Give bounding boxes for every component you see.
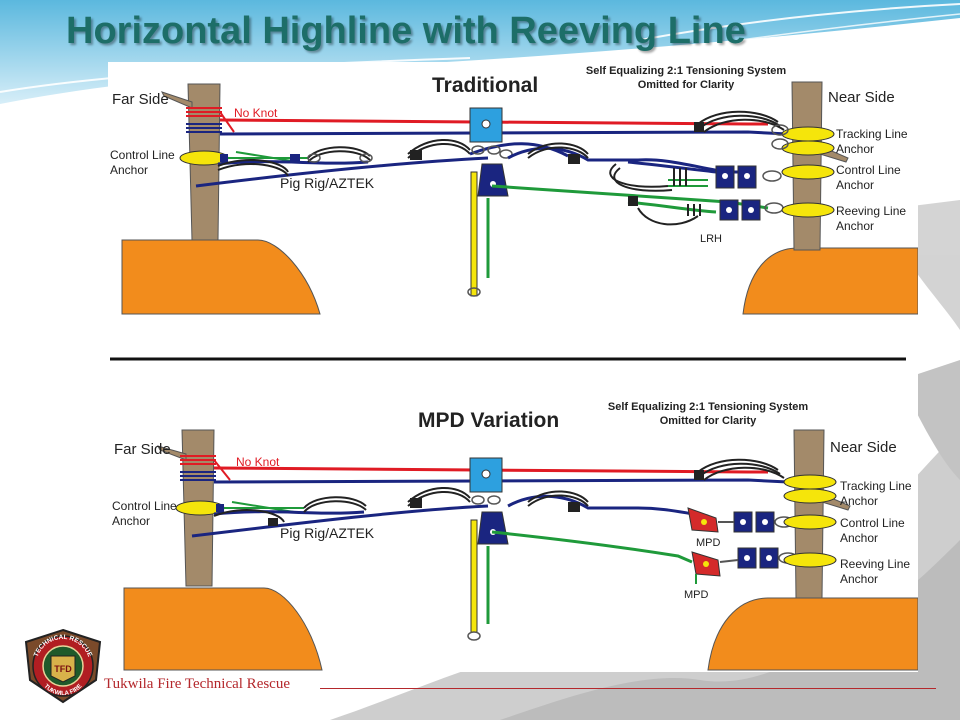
near-side-ground [742,247,918,315]
tensioning-note-line-2: Omitted for Clarity [660,415,757,427]
tag-line-yellow [470,171,478,297]
reeving-line-anchor-label-2: Anchor [840,572,878,586]
reeving-line [491,184,769,210]
mpd-label-reeving: MPD [684,589,709,601]
lrh-label: LRH [700,233,722,245]
control-line-anchor-label-1: Control Line [112,499,177,513]
near-tracking-anchor [694,110,835,156]
slide-title: Horizontal Highline with Reeving Line [66,10,746,52]
tracking-line-navy [219,130,789,136]
tracking-line-anchor-label-1: Tracking Line [836,127,908,141]
near-side-label: Near Side [828,89,895,106]
near-control-anchor [609,160,835,192]
panel-traditional: Far Side No Knot Control Line Anchor Pig… [110,65,918,315]
control-line-anchor-label-2: Anchor [112,514,150,528]
far-side-label: Far Side [114,441,171,458]
control-line-anchor-label-1: Control Line [110,148,175,162]
footer-text: Tukwila Fire Technical Rescue [104,676,290,692]
tensioning-note-line-2: Omitted for Clarity [638,79,735,91]
near-control-anchor-label-1: Control Line [840,516,905,530]
control-line [195,156,489,188]
mpd-label-control: MPD [696,537,721,549]
near-side-label: Near Side [830,439,897,456]
tracking-line-anchor-label-1: Tracking Line [840,479,912,493]
panel-heading-mpd-variation: MPD Variation [418,409,559,432]
reeving-line [491,530,693,564]
far-side-label: Far Side [112,91,169,108]
panel-mpd-variation: Far Side No Knot Control Line Anchor Pig… [112,401,918,671]
near-reeving-anchor-mpd [691,547,837,584]
near-control-anchor-label-2: Anchor [836,178,874,192]
reeving-line-anchor-label-1: Reeving Line [840,557,910,571]
svg-text:TFD: TFD [54,664,72,674]
tracking-line-anchor-label-2: Anchor [840,494,878,508]
footer-rule [320,688,936,689]
near-reeving-anchor [627,196,835,226]
control-line-anchor-label-2: Anchor [110,163,148,177]
far-side-ground [121,239,321,315]
near-side-ground [707,597,918,671]
panel-heading-traditional: Traditional [432,74,538,97]
reeving-line-anchor-label-1: Reeving Line [836,204,906,218]
highline-diagram: Far Side No Knot Control Line Anchor Pig… [108,62,918,672]
tag-line-yellow [470,519,478,633]
no-knot-label: No Knot [234,106,278,120]
near-control-anchor-label-2: Anchor [840,531,878,545]
pulley-icon [477,511,509,545]
carabiner-icon [307,153,321,163]
far-side-ground [123,587,323,671]
near-control-anchor-mpd [687,507,837,533]
control-line [191,504,489,538]
no-knot-label: No Knot [236,455,280,469]
tracking-line-navy [213,478,789,484]
reeving-line-anchor-label-2: Anchor [836,219,874,233]
carabiner-icon [359,153,373,163]
tensioning-note-line-1: Self Equalizing 2:1 Tensioning System [608,401,808,413]
near-control-anchor-label-1: Control Line [836,163,901,177]
near-side-tree [793,429,825,599]
tracking-line-anchor-label-2: Anchor [836,142,874,156]
tukwila-fire-badge-icon: TFD TECHNICAL RESCUE TUKWILA FIRE [24,628,102,704]
near-tracking-anchor [694,458,837,504]
pig-rig-label: Pig Rig/AZTEK [280,525,375,541]
tensioning-note-line-1: Self Equalizing 2:1 Tensioning System [586,65,786,77]
pig-rig-label: Pig Rig/AZTEK [280,175,375,191]
